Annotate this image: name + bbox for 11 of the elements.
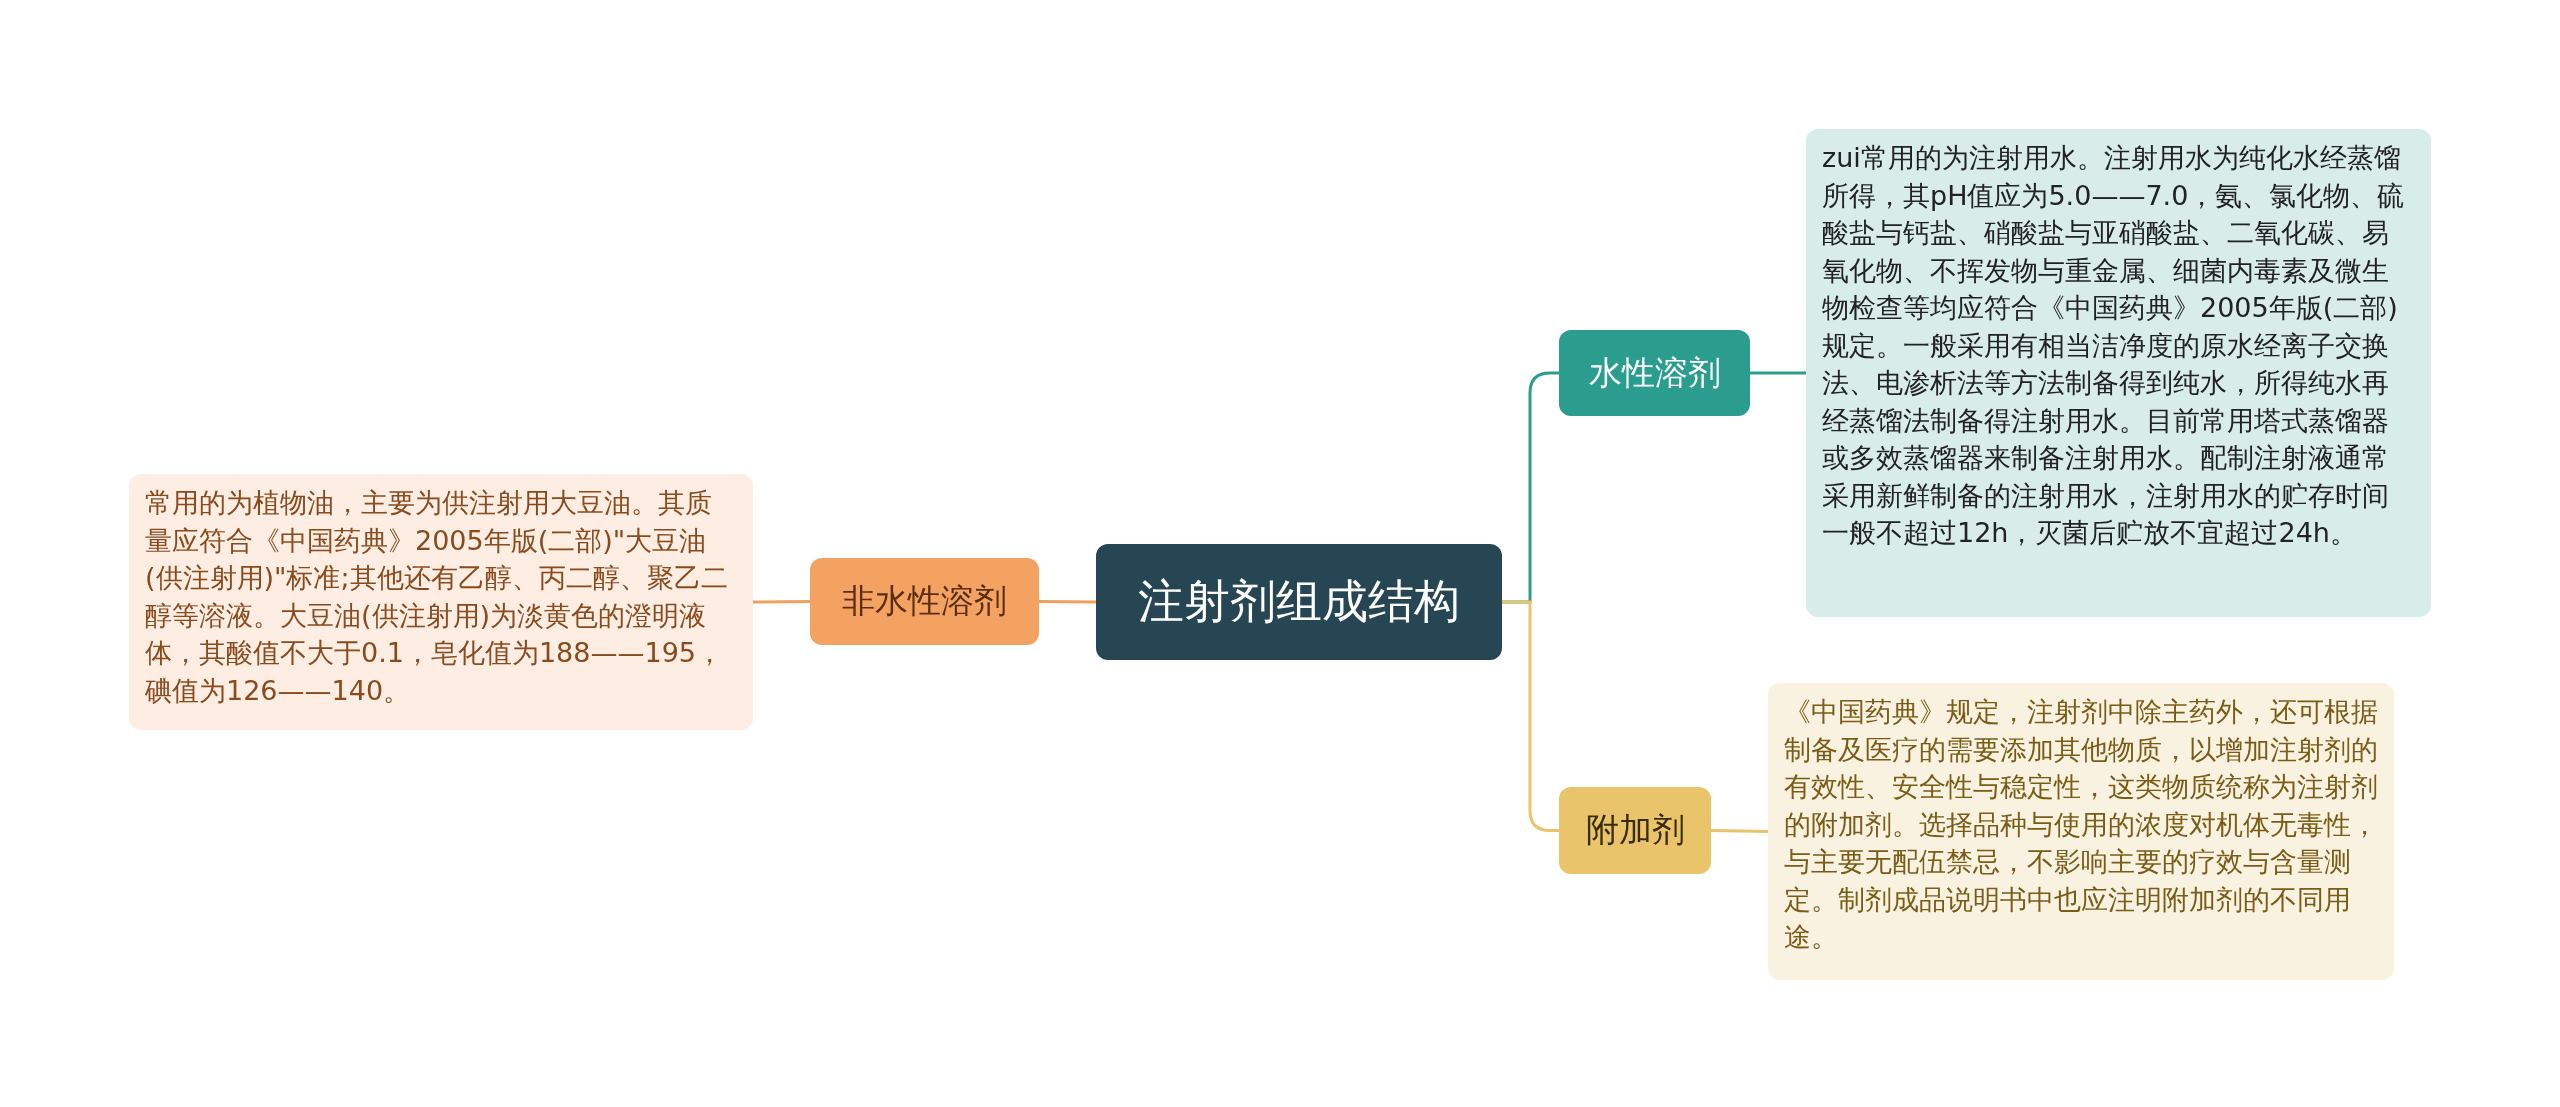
connector-line	[1750, 371, 1806, 375]
branch-topic: 非水性溶剂	[810, 558, 1039, 645]
root-topic: 注射剂组成结构	[1096, 544, 1502, 660]
note-card: 《中国药典》规定，注射剂中除主药外，还可根据制备及医疗的需要添加其他物质，以增加注射剂的有效性、安全性与稳定性，这类物质统称为注射剂的附加剂。选择品种与使用的浓度对机体无毒性，与主要无配伍禁忌，不影响主要的疗效与含量测定。制剂成品说明书中也应注明附加剂的不同用途。	[1768, 683, 2394, 980]
branch-topic: 附加剂	[1559, 787, 1711, 874]
note-card: 常用的为植物油，主要为供注射用大豆油。其质量应符合《中国药典》2005年版(二部)"大豆油(供注射用)"标准;其他还有乙醇、丙二醇、聚乙二醇等溶液。大豆油(供注射用)为淡黄色的澄明液体，其酸值不大于0.1，皂化值为188——195，碘值为126——140。	[129, 474, 753, 730]
branch-topic: 水性溶剂	[1559, 330, 1750, 416]
connector-line	[1039, 600, 1096, 604]
connector-line	[1710, 829, 1769, 833]
connector-line	[753, 600, 810, 604]
note-card: zui常用的为注射用水。注射用水为纯化水经蒸馏所得，其pH值应为5.0——7.0，氨、氯化物、硫酸盐与钙盐、硝酸盐与亚硝酸盐、二氧化碳、易氧化物、不挥发物与重金属、细菌内毒素及微生物检查等均应符合《中国药典》2005年版(二部)规定。一般采用有相当洁净度的原水经离子交换法、电渗析法等方法制备得到纯水，所得纯水再经蒸馏法制备得注射用水。目前常用塔式蒸馏器或多效蒸馏器来制备注射用水。配制注射液通常采用新鲜制备的注射用水，注射用水的贮存时间一般不超过12h，灭菌后贮放不宜超过24h。	[1806, 129, 2431, 617]
